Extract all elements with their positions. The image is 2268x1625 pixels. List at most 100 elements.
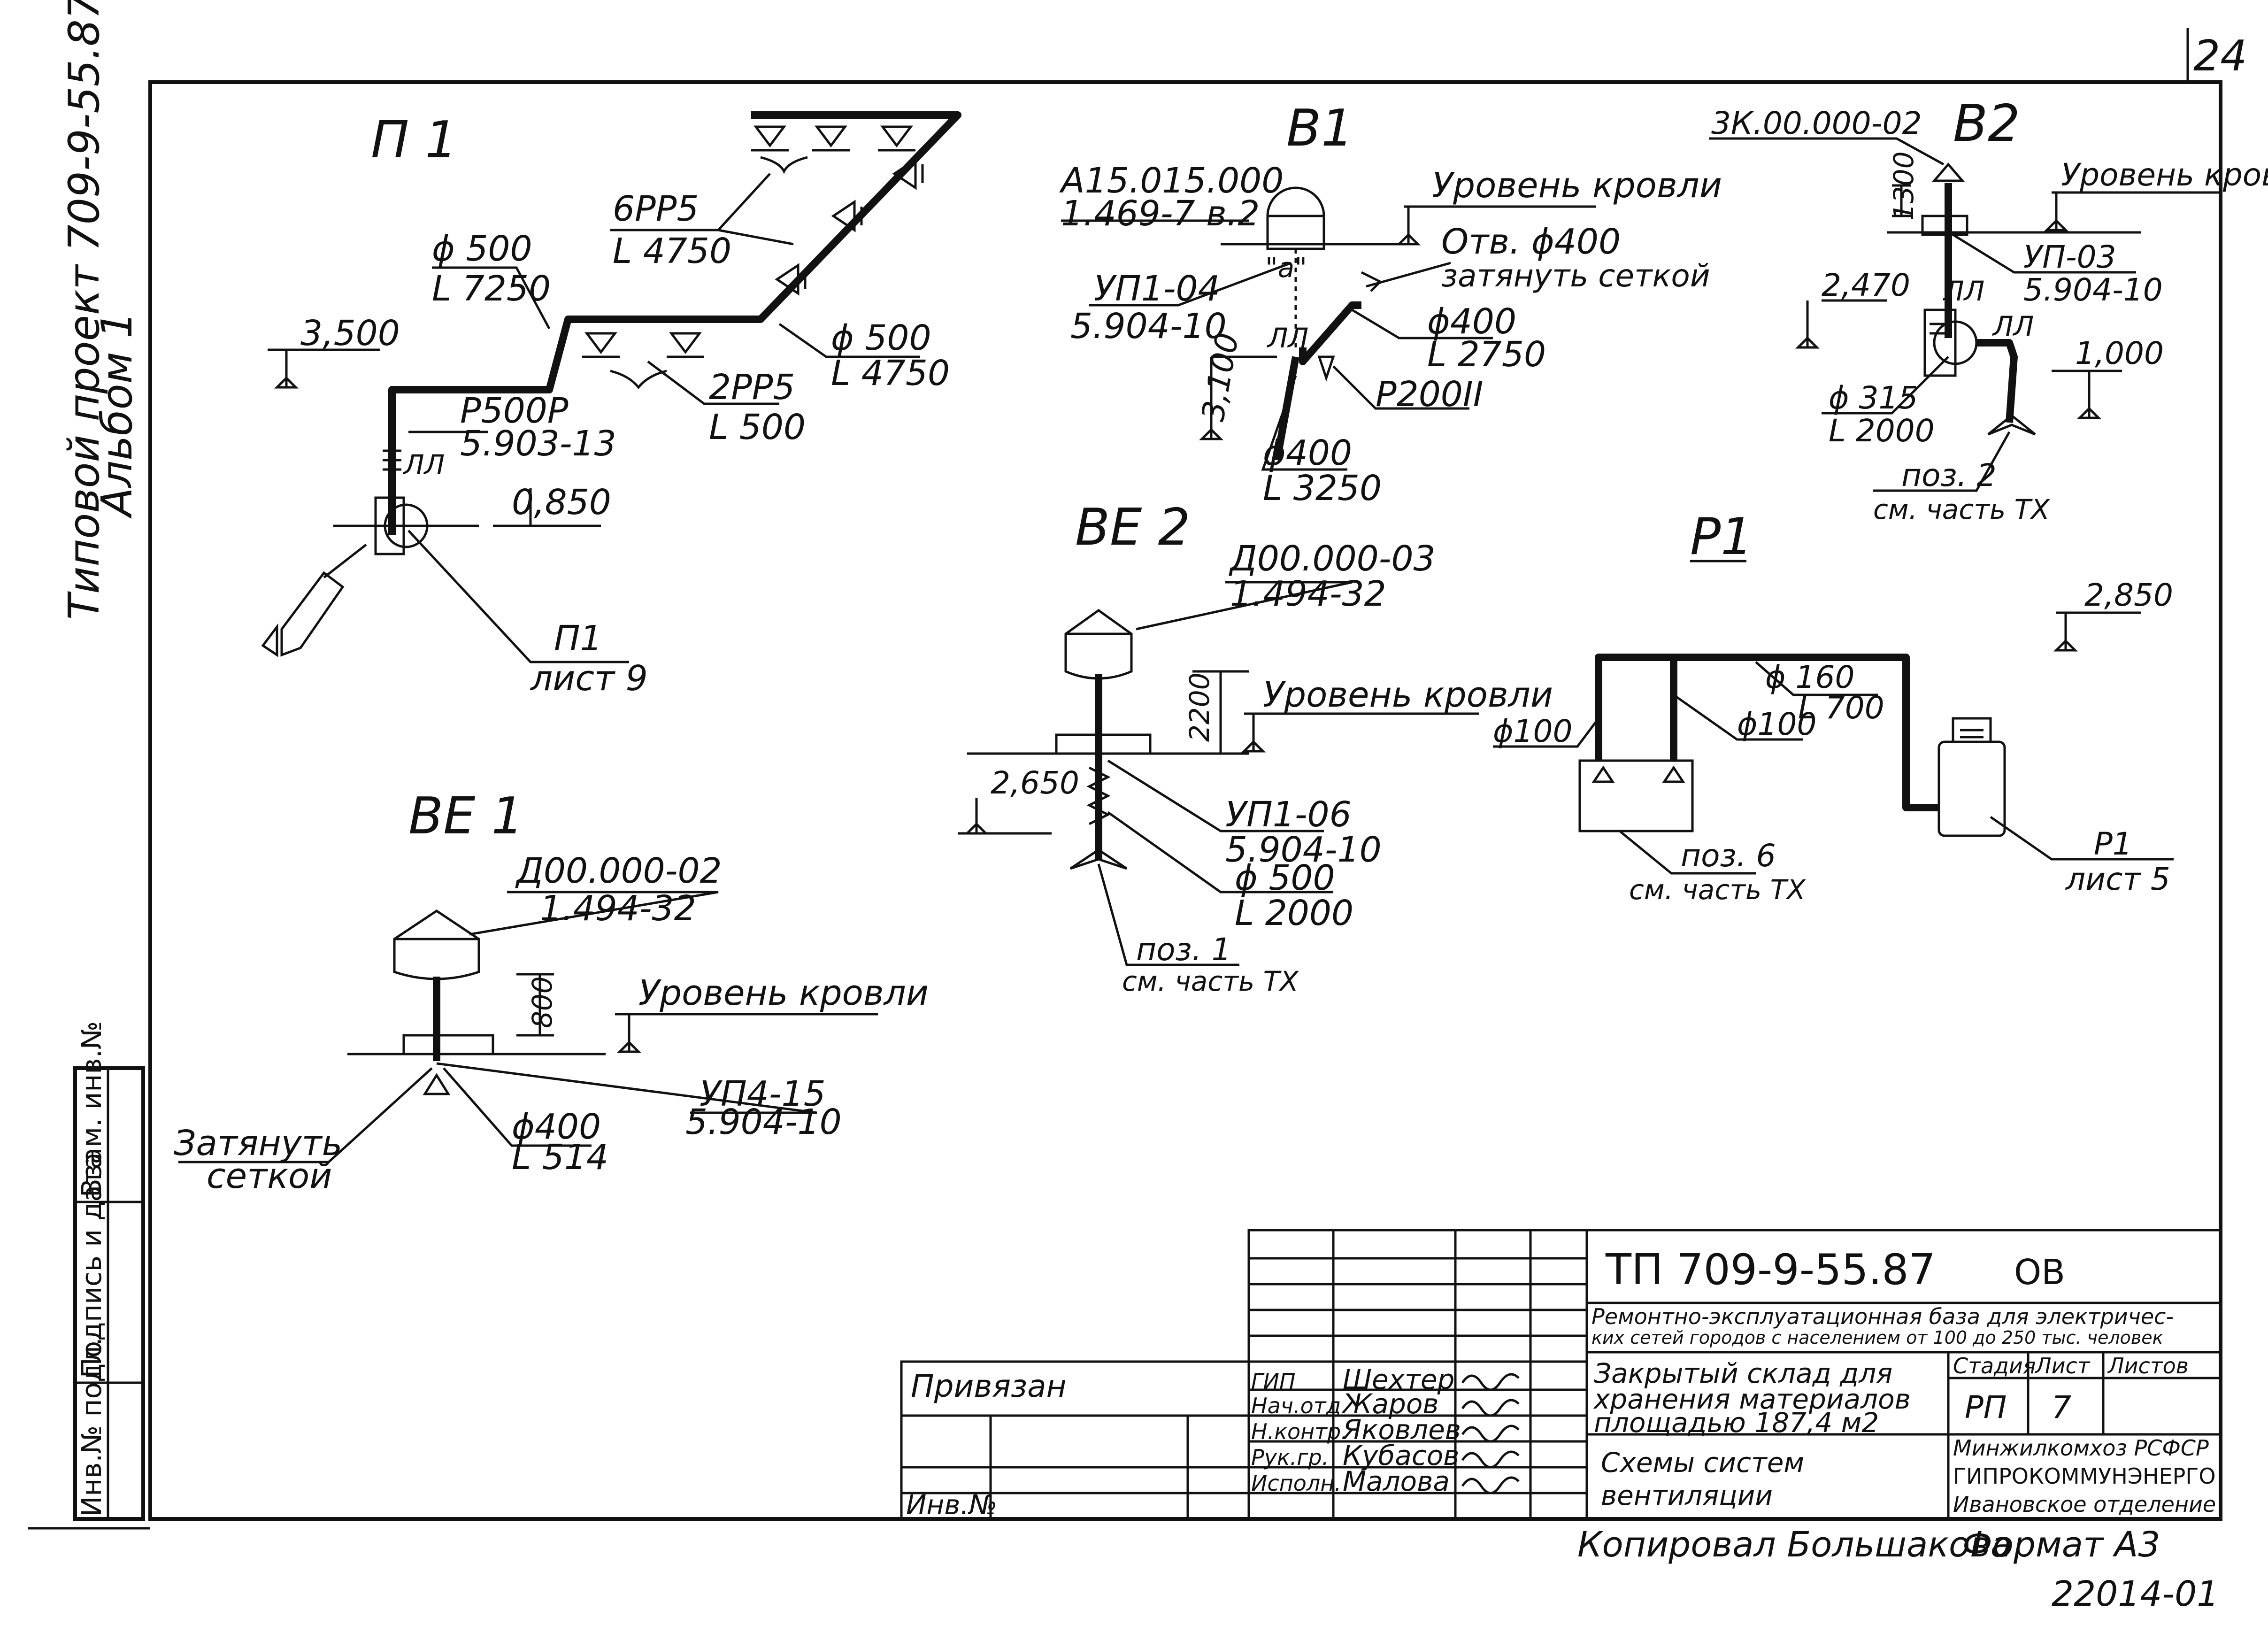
tb-role-0: ГИП	[1251, 1369, 1296, 1394]
tb-stage-head: Стадия	[1953, 1353, 2036, 1379]
be2-duct-length: L 2000	[1235, 893, 1353, 933]
v2-title: B2	[1953, 94, 2020, 153]
be1-height: 800	[526, 976, 558, 1028]
v1-riser-dia: ϕ400	[1263, 433, 1352, 473]
strip-signature-date: Подпись и дата	[76, 1153, 108, 1378]
be2-duct-dia: ϕ 500	[1235, 858, 1335, 898]
p1-valve-name: P500P	[460, 391, 569, 431]
v1-unit-code: 5.904-10	[1070, 306, 1227, 347]
diagram-v1: B1 A15.015.000 1.469-7 в.2 Уровень кровл…	[1059, 99, 1722, 508]
p1-level2: 0,850	[512, 482, 611, 523]
p1-grilles	[582, 125, 924, 390]
diagram-p1: П 1 6PP5 L 4750 ϕ 500 L 7250 ϕ 500 L 475…	[261, 111, 961, 699]
p1-flex: ЛЛ	[403, 449, 445, 481]
tb-role-4: Исполн.	[1251, 1471, 1341, 1496]
be2-roof: Уровень кровли	[1263, 675, 1553, 715]
tb-org-l1: Минжилкомхоз РСФСР	[1953, 1435, 2209, 1461]
be2-unit-name: УП1-06	[1225, 794, 1352, 835]
p1b-pipe3: ϕ100	[1737, 706, 1817, 742]
p1-unit-name: П1	[554, 618, 602, 659]
tb-inv: Инв.№	[906, 1489, 997, 1521]
v1-marks: "а"	[1265, 252, 1307, 284]
v1-roof: Уровень кровли	[1432, 165, 1722, 206]
tb-name-1: Жаров	[1341, 1388, 1439, 1420]
p1b-title: P1	[1690, 508, 1753, 566]
p1-top-length: L 4750	[613, 231, 731, 271]
p1-low-length: L 500	[709, 407, 806, 447]
be2-pos-ref: см. часть ТХ	[1122, 965, 1299, 997]
p1b-pos-label: поз. 6	[1681, 838, 1776, 874]
side-label-line2: Альбом 1	[92, 312, 142, 519]
be1-unit-name: УП4-15	[700, 1074, 826, 1114]
be2-height: 2200	[1184, 672, 1215, 742]
p1-title: П 1	[371, 111, 457, 169]
tb-sheet-head: Лист	[2034, 1353, 2091, 1379]
side-label: Типовой проект 709-9-55.87 Альбом 1	[60, 0, 142, 620]
page-number: 24	[2193, 31, 2247, 81]
be1-roof: Уровень кровли	[638, 973, 929, 1013]
v1-unit-name: УП1-04	[1094, 269, 1220, 309]
v1-flex: ЛЛ	[1267, 322, 1308, 354]
diagram-p1b: P1 2,850 ϕ 160 L 700 ϕ100 ϕ100 поз. 6 см…	[1493, 508, 2174, 906]
be1-duct-dia: ϕ400	[512, 1107, 601, 1147]
v1-branch-length: L 2750	[1427, 334, 1546, 375]
v2-pos-ref: см. часть ТХ	[1873, 493, 2050, 525]
tb-role-2: Н.контр.	[1251, 1419, 1348, 1444]
v1-fan-doc: 1.469-7 в.2	[1061, 193, 1260, 234]
v2-level2: 1,000	[2075, 335, 2164, 371]
p1b-pipe1-dia: ϕ 160	[1765, 659, 1855, 695]
tb-name-0: Шехтер	[1343, 1363, 1454, 1395]
p1b-pos-ref: см. часть ТХ	[1629, 874, 1806, 906]
tb-sheet-title-l2: вентиляции	[1601, 1479, 1773, 1511]
p1b-pipe2: ϕ100	[1493, 713, 1573, 749]
tb-stage: РП	[1965, 1389, 2007, 1425]
be1-title: BE 1	[408, 787, 523, 846]
p1b-unit-name: P1	[2094, 826, 2132, 862]
strip-inv-podl: Инв.№ подл.	[76, 1337, 108, 1517]
tb-attached: Привязан	[911, 1368, 1067, 1404]
p1-unit-ref: лист 9	[530, 658, 648, 699]
tb-org-l3: Ивановское отделение	[1953, 1492, 2216, 1517]
be1-unit-code: 5.904-10	[685, 1102, 842, 1142]
p1-top-size: 6PP5	[613, 189, 699, 229]
v2-duct-length: L 2000	[1829, 413, 1935, 449]
p1-low-size: 2PP5	[709, 367, 795, 408]
tb-project-l1: Ремонтно-эксплуатационная база для элект…	[1591, 1304, 2174, 1329]
tb-name-3: Кубасов	[1343, 1440, 1459, 1471]
tb-name-2: Яковлев	[1342, 1414, 1461, 1446]
tb-code: ТП 709-9-55.87	[1605, 1245, 1936, 1294]
p1-level1: 3,500	[300, 313, 400, 354]
diagram-be1: BE 1 Д00.000-02 1.494-32 800 Уровень кро…	[174, 787, 929, 1196]
tb-org-l2: ГИПРОКОММУНЭНЕРГО	[1953, 1463, 2216, 1489]
strip-vzam-inv: Взам. инв.№	[76, 1021, 108, 1197]
footer-copied: Копировал Большакова	[1577, 1525, 2012, 1565]
v1-fan-code: A15.015.000	[1059, 161, 1284, 201]
v2-unit-code: 5.904-10	[2023, 272, 2163, 308]
be1-duct-length: L 514	[512, 1137, 608, 1178]
v2-level1: 2,470	[1822, 267, 1910, 303]
v1-title: B1	[1286, 99, 1353, 158]
be2-level: 2,650	[991, 765, 1079, 801]
tb-signatures	[1461, 1373, 1520, 1494]
tb-object-l3: площадью 187,4 м2	[1594, 1407, 1879, 1439]
tb-project-l2: ких сетей городов с населением от 100 до…	[1591, 1327, 2163, 1348]
tb-role-3: Рук.гр.	[1251, 1445, 1329, 1470]
p1b-pipe1-length: L 700	[1798, 690, 1884, 726]
left-strip: Инв.№ подл. Подпись и дата Взам. инв.№	[73, 1021, 145, 1521]
diagram-v2: B2 3К.00.000-02 1300 Уровень кровли УП-0…	[1709, 94, 2268, 525]
v2-flex1: ЛЛ	[1943, 275, 1984, 307]
be1-fan-doc: 1.494-32	[540, 888, 696, 929]
diagram-be2: BE 2 Д00.000-03 1.494-32 2200 Уровень кр…	[958, 498, 1553, 997]
tb-role-1: Нач.отд.	[1251, 1393, 1348, 1418]
v1-opening-note: затянуть сеткой	[1441, 258, 1710, 294]
v2-fan: 3К.00.000-02	[1711, 105, 1922, 141]
be2-fan-code: Д00.000-03	[1229, 539, 1436, 579]
p1-duct1-length: L 7250	[432, 269, 551, 309]
p1-valve-code: 5.903-13	[460, 424, 616, 464]
be2-fan-doc: 1.494-32	[1230, 574, 1386, 614]
be1-note-line2: сеткой	[207, 1156, 332, 1196]
footer-format: Формат А3	[1962, 1525, 2160, 1565]
v2-duct-dia: ϕ 315	[1829, 380, 1918, 416]
tb-mark: ОВ	[2014, 1252, 2065, 1293]
